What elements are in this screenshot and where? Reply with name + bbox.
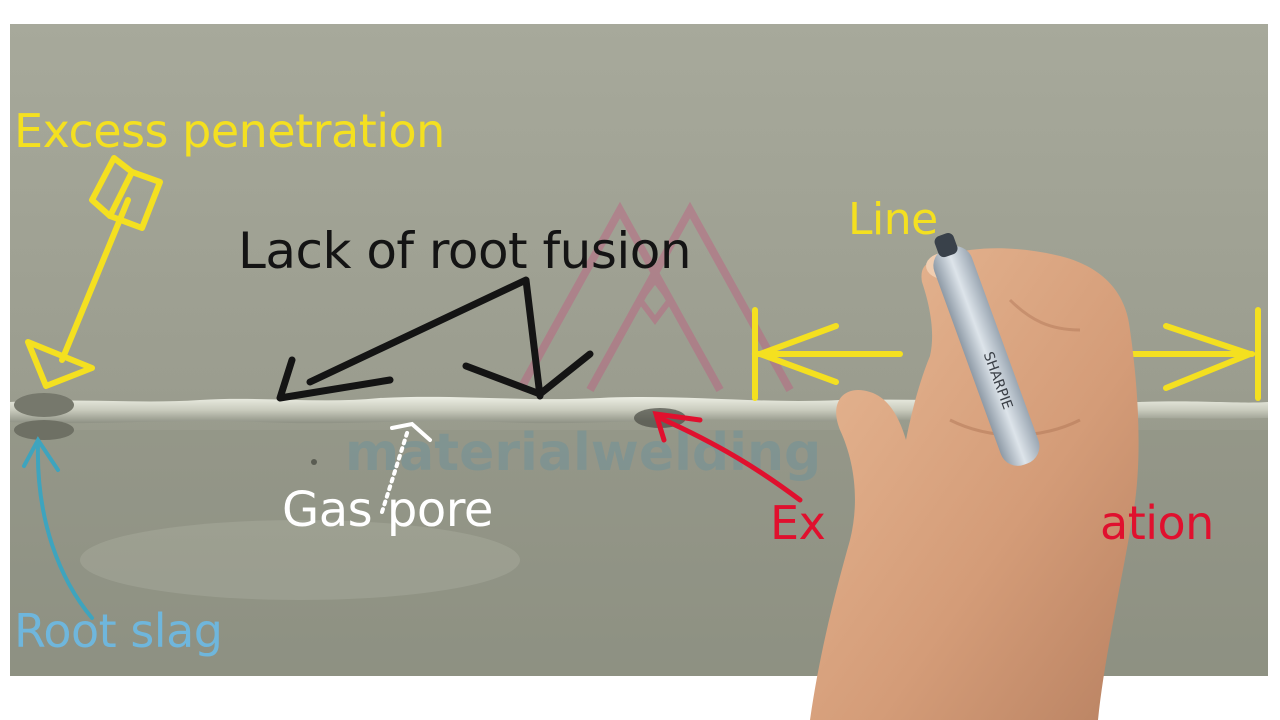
excess-penetration-blob <box>14 393 74 417</box>
line-label: Line <box>848 194 938 245</box>
root-slag-blob <box>14 420 74 440</box>
excess-penetration-label: Excess penetration <box>14 104 445 158</box>
excess-penetration-arrow-icon <box>25 155 163 389</box>
hand <box>810 248 1139 720</box>
red-excess-penetration-label-right: ation <box>1100 496 1214 550</box>
hand-with-marker: SHARPIE <box>810 233 1139 720</box>
gas-pore-dot <box>311 459 317 465</box>
lack-of-root-fusion-label: Lack of root fusion <box>238 222 692 280</box>
gas-pore-arrow-icon <box>380 421 432 514</box>
root-slag-label: Root slag <box>14 604 223 658</box>
red-excess-penetration-arrow-icon <box>652 410 803 503</box>
marker-pen-icon: SHARPIE <box>933 233 1040 466</box>
hand-finger-crease <box>1008 298 1081 332</box>
red-excess-penetration-label-left: Ex <box>770 496 826 550</box>
line-dimension-arrow-icon <box>751 307 1261 401</box>
root-slag-arrow-icon <box>22 436 94 620</box>
lack-of-root-fusion-arrow-icon <box>276 276 594 402</box>
gas-pore-label: Gas pore <box>282 482 493 538</box>
watermark-text: materialwelding <box>345 423 821 483</box>
plate-light-patch <box>80 520 520 600</box>
